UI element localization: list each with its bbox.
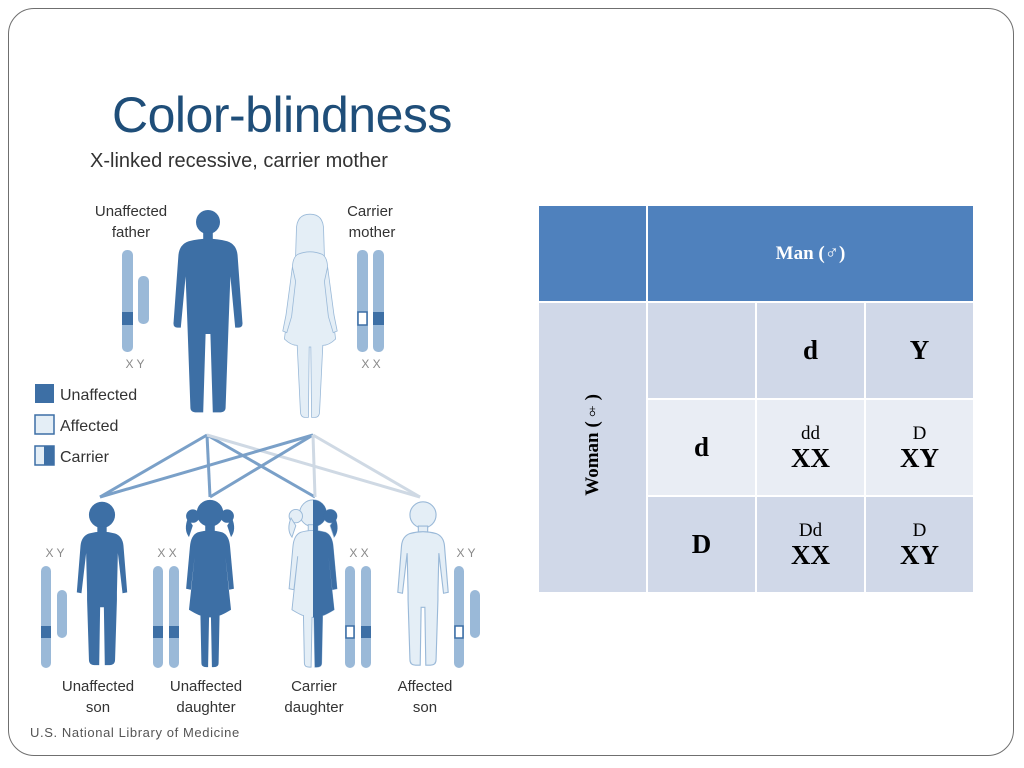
son2-xy-label: X Y <box>456 546 475 560</box>
unaffected-daughter-chromosomes <box>153 566 179 668</box>
cell-chromosomes: XX <box>791 442 830 473</box>
legend-affected: Affected <box>60 418 118 435</box>
cell-chromosomes: XY <box>900 539 939 570</box>
col-allele-y: Y <box>864 301 975 400</box>
unaffected-son-chromosomes <box>41 566 67 668</box>
unaffected-daughter-figure <box>185 499 235 668</box>
woman-header: Woman (♀) <box>581 394 603 496</box>
carrier-daughter-chromosomes <box>345 566 371 668</box>
father-figure <box>173 210 243 413</box>
cell-genotype: dd <box>801 422 820 444</box>
col-allele-d: d <box>755 301 866 400</box>
daughter1-label-line2: daughter <box>176 699 235 716</box>
daughter1-label-line1: Unaffected <box>170 678 242 695</box>
cell-genotype: Dd <box>798 519 823 541</box>
son1-label-line2: son <box>86 699 110 716</box>
unaffected-son-figure <box>76 501 128 666</box>
corner-cell <box>537 204 648 303</box>
man-header: Man (♂) <box>646 204 975 303</box>
mother-xx-label: X X <box>361 357 380 371</box>
woman-header-cell: Woman (♀) <box>537 301 648 594</box>
credit-text: U.S. National Library of Medicine <box>30 725 240 740</box>
daughter2-label-line1: Carrier <box>291 678 337 695</box>
father-label-line2: father <box>112 224 150 241</box>
empty-allele-cell <box>646 301 757 400</box>
cell-D-d: Dd XX <box>755 495 866 594</box>
affected-son-chromosomes <box>454 566 480 668</box>
legend-unaffected: Unaffected <box>60 387 137 404</box>
daughter2-label-line2: daughter <box>284 699 343 716</box>
punnett-square: Man (♂) Woman (♀) d Y d dd XX D XY D Dd … <box>537 204 975 594</box>
daughter1-xx-label: X X <box>157 546 176 560</box>
mother-chromosomes <box>357 250 384 352</box>
mother-label-line1: Carrier <box>347 203 393 220</box>
cell-genotype: D <box>912 519 927 541</box>
father-xy-label: X Y <box>125 357 144 371</box>
son1-xy-label: X Y <box>45 546 64 560</box>
father-chromosomes <box>122 250 149 352</box>
pedigree-heading: X-linked recessive, carrier mother <box>90 150 388 172</box>
row-allele-D: D <box>646 495 757 594</box>
cell-d-d: dd XX <box>755 398 866 497</box>
cell-chromosomes: XX <box>791 539 830 570</box>
father-label-line1: Unaffected <box>95 203 167 220</box>
legend-carrier: Carrier <box>60 449 110 466</box>
son2-label-line2: son <box>413 699 437 716</box>
cell-D-y: D XY <box>864 495 975 594</box>
mother-label-line2: mother <box>349 224 396 241</box>
mother-figure <box>282 213 338 418</box>
affected-son-figure <box>397 501 449 666</box>
cell-d-y: D XY <box>864 398 975 497</box>
son2-label-line1: Affected <box>398 678 453 695</box>
inheritance-lines <box>99 433 421 499</box>
cell-chromosomes: XY <box>900 442 939 473</box>
row-allele-d: d <box>646 398 757 497</box>
son1-label-line1: Unaffected <box>62 678 134 695</box>
slide-title: Color-blindness <box>112 87 452 143</box>
legend: Unaffected Affected Carrier <box>34 384 137 466</box>
cell-genotype: D <box>912 422 927 444</box>
carrier-daughter-figure <box>288 499 338 668</box>
daughter2-xx-label: X X <box>349 546 368 560</box>
